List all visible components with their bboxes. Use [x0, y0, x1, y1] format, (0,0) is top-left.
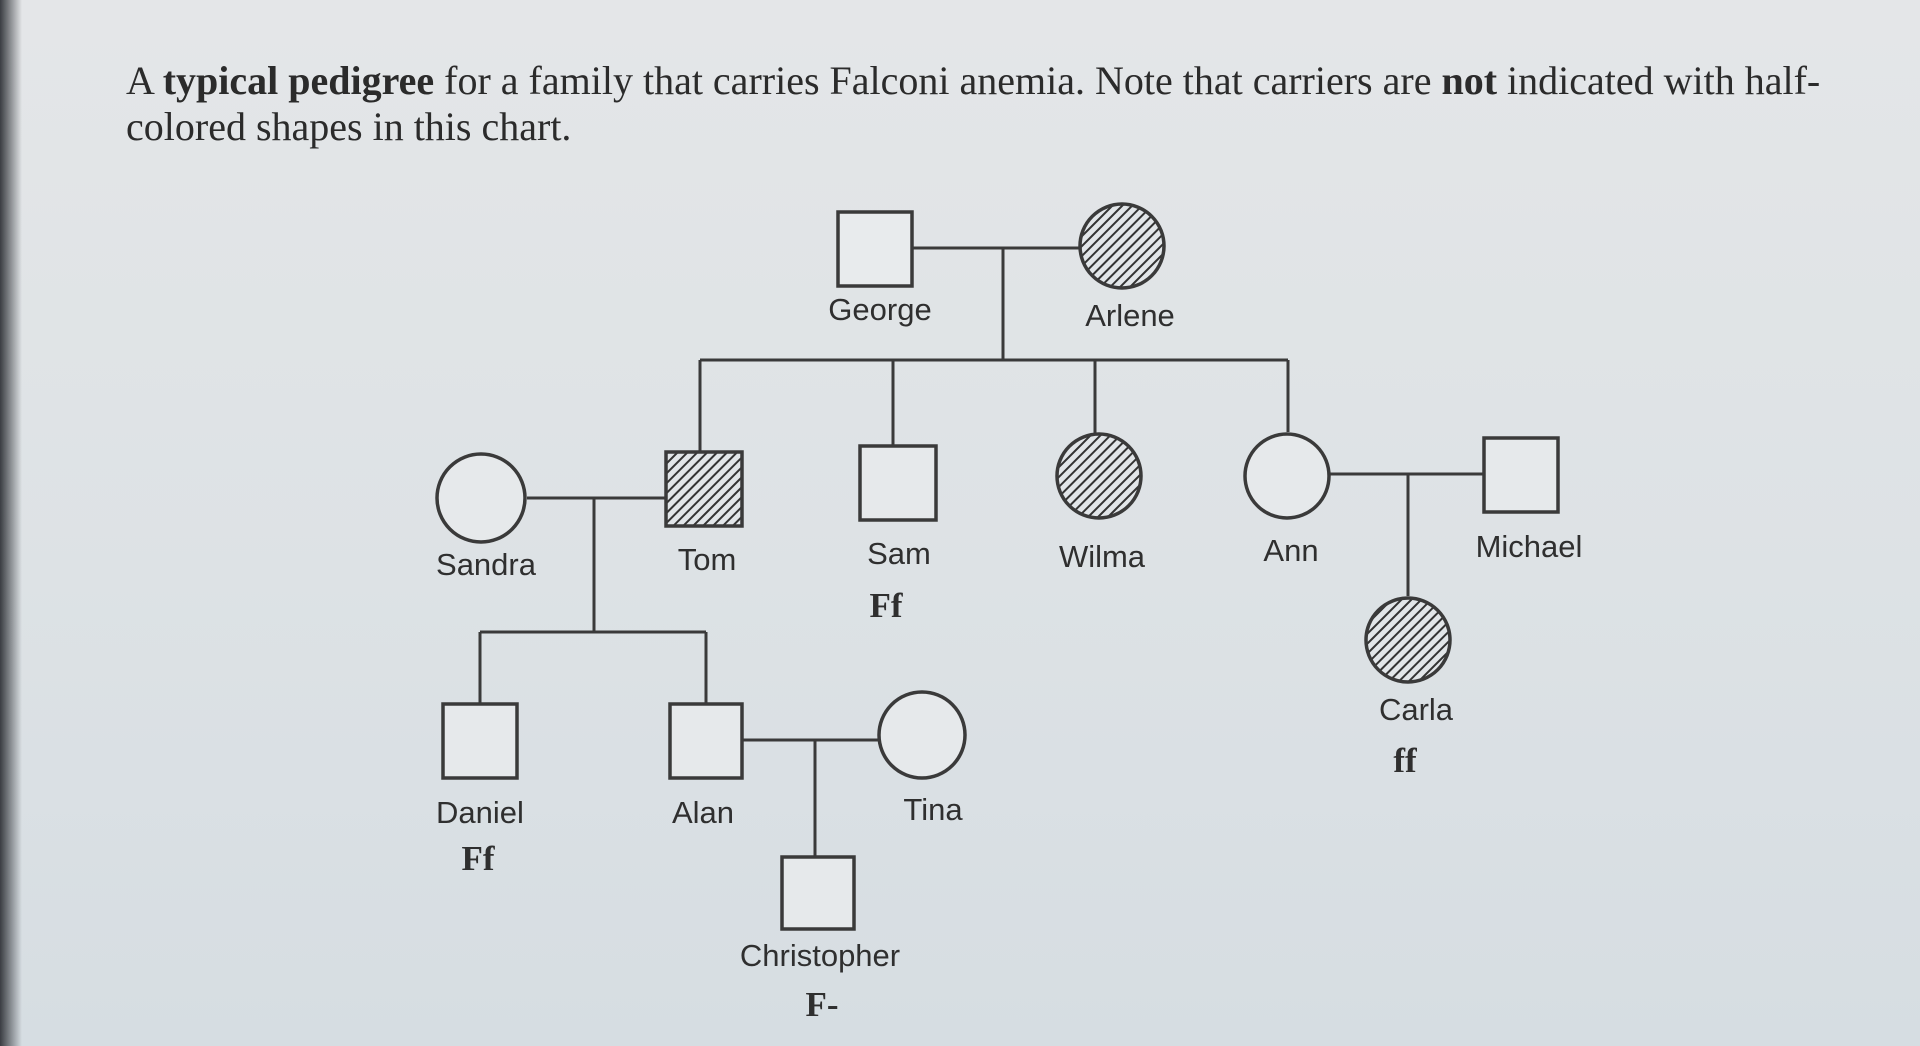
person-carla: Carla ff [1364, 596, 1454, 780]
affected-female-circle [1364, 596, 1452, 684]
name-label: Alan [672, 795, 734, 830]
person-daniel: Daniel Ff [436, 702, 524, 878]
person-wilma: Wilma [1055, 432, 1146, 574]
male-square [1482, 436, 1560, 514]
female-circle [1243, 432, 1331, 520]
name-label: Carla [1379, 692, 1454, 727]
person-sandra: Sandra [435, 452, 537, 582]
name-label: Tina [903, 792, 963, 827]
male-square [780, 855, 856, 931]
female-circle [435, 452, 527, 544]
name-label: Ann [1263, 533, 1318, 568]
male-square [441, 702, 519, 780]
person-christopher: Christopher F- [740, 855, 900, 1024]
name-label: Christopher [740, 938, 900, 973]
person-tina: Tina [877, 690, 967, 827]
name-label: Sam [867, 536, 931, 571]
caption-bold-not: not [1441, 58, 1498, 103]
name-label: Sandra [436, 547, 537, 582]
male-square [836, 210, 914, 288]
name-label: Arlene [1085, 298, 1175, 333]
name-label: Tom [678, 542, 737, 577]
person-alan: Alan [668, 702, 744, 830]
affected-female-circle [1055, 432, 1143, 520]
male-square [858, 444, 938, 522]
name-label: Daniel [436, 795, 524, 830]
person-arlene: Arlene [1078, 202, 1175, 333]
person-michael: Michael [1476, 436, 1583, 564]
affected-female-circle [1078, 202, 1166, 290]
person-tom: Tom [664, 450, 744, 577]
monitor-edge-shadow [0, 0, 22, 1046]
genotype-label: F- [805, 985, 838, 1024]
relationship-lines [478, 246, 1484, 857]
genotype-label: Ff [869, 586, 902, 625]
female-circle [877, 690, 967, 780]
person-george: George [828, 210, 932, 327]
person-sam: Sam Ff [858, 444, 938, 625]
genotype-label: Ff [461, 839, 494, 878]
name-label: George [828, 292, 931, 327]
name-label: Wilma [1059, 539, 1146, 574]
name-label: Michael [1476, 529, 1583, 564]
male-square [668, 702, 744, 780]
affected-male-square [664, 450, 744, 528]
genotype-label: ff [1393, 741, 1417, 780]
person-ann: Ann [1243, 432, 1331, 568]
caption: A typical pedigree for a family that car… [126, 58, 1821, 149]
caption-bold-term: typical pedigree [162, 58, 435, 103]
